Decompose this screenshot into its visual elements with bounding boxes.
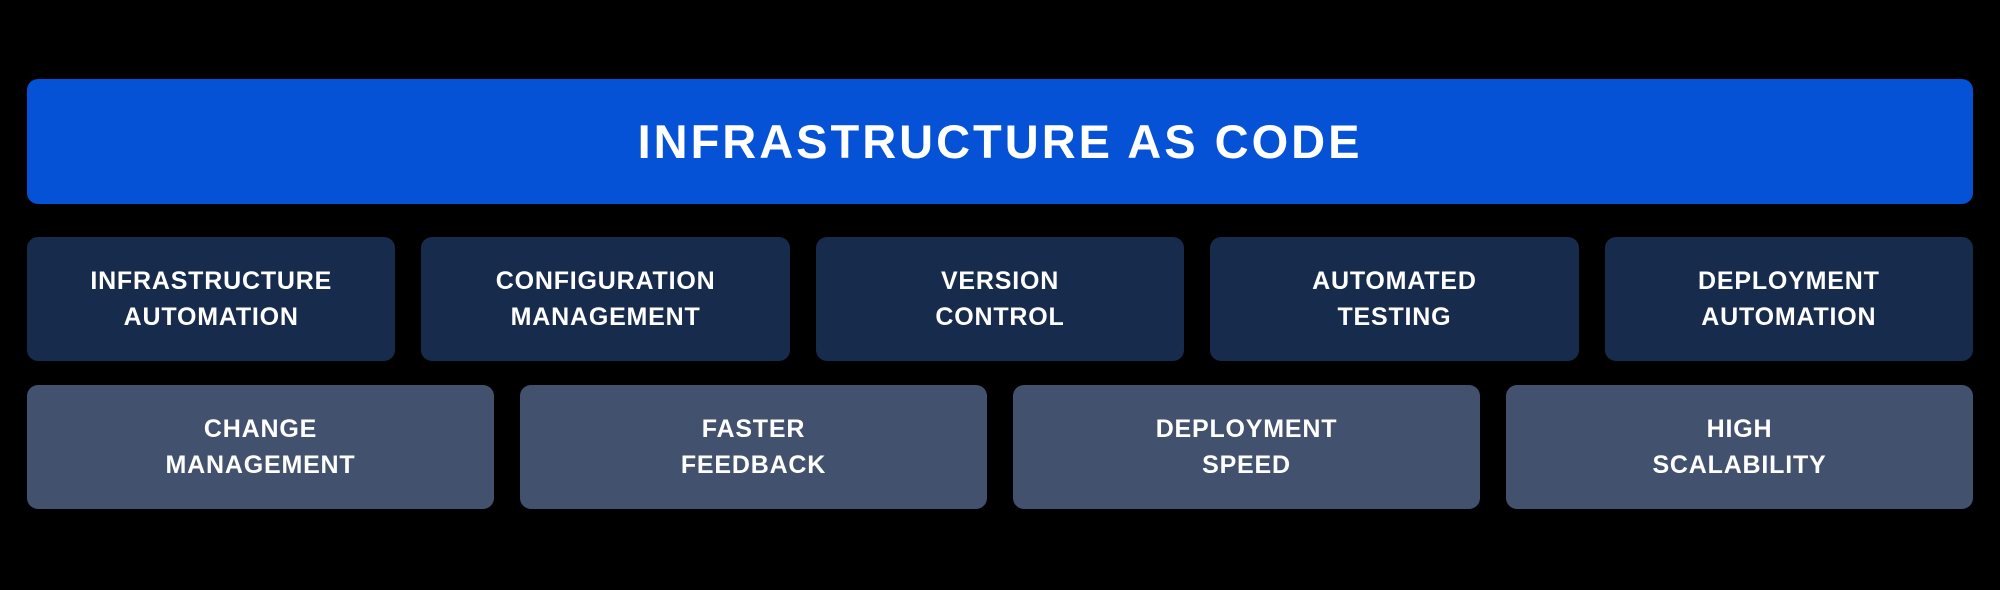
iac-banner: INFRASTRUCTURE AS CODE: [27, 79, 1973, 204]
benefit-label-line1: FASTER: [701, 415, 806, 443]
practice-label-line1: INFRASTRUCTURE: [90, 267, 333, 295]
practice-label-line2: CONTROL: [935, 303, 1065, 331]
benefit-label-line1: HIGH: [1706, 415, 1773, 443]
practice-label-line2: AUTOMATION: [123, 303, 299, 331]
benefit-label-line2: FEEDBACK: [680, 451, 827, 479]
iac-banner-title: INFRASTRUCTURE AS CODE: [637, 115, 1363, 168]
benefit-box-faster-feedback: FASTER FEEDBACK: [520, 385, 987, 509]
practice-label-line2: TESTING: [1337, 303, 1452, 331]
practice-label-line1: AUTOMATED: [1312, 267, 1477, 295]
benefit-label-line2: SPEED: [1202, 451, 1291, 479]
benefits-row: CHANGE MANAGEMENT FASTER FEEDBACK DEPLOY…: [27, 385, 1973, 509]
benefit-box-change-management: CHANGE MANAGEMENT: [27, 385, 494, 509]
practice-box-version-control: VERSION CONTROL: [815, 237, 1185, 361]
practice-box-automated-testing: AUTOMATED TESTING: [1210, 237, 1579, 361]
benefit-box-high-scalability: HIGH SCALABILITY: [1506, 385, 1973, 509]
benefit-label-line1: CHANGE: [203, 415, 318, 443]
practice-label-line1: VERSION: [940, 267, 1060, 295]
practice-box-configuration-management: CONFIGURATION MANAGEMENT: [421, 237, 790, 361]
practice-box-deployment-automation: DEPLOYMENT AUTOMATION: [1604, 237, 1974, 361]
practice-label-line2: AUTOMATION: [1701, 303, 1877, 331]
benefit-label-line1: DEPLOYMENT: [1155, 415, 1338, 443]
practice-label-line1: CONFIGURATION: [495, 267, 716, 295]
practice-box-infrastructure-automation: INFRASTRUCTURE AUTOMATION: [27, 237, 396, 361]
practice-label-line1: DEPLOYMENT: [1698, 267, 1880, 295]
benefit-label-line2: MANAGEMENT: [165, 451, 356, 479]
benefit-label-line2: SCALABILITY: [1652, 451, 1827, 479]
practices-row: INFRASTRUCTURE AUTOMATION CONFIGURATION …: [27, 237, 1974, 361]
practice-label-line2: MANAGEMENT: [510, 303, 701, 331]
benefit-box-deployment-speed: DEPLOYMENT SPEED: [1013, 385, 1480, 509]
